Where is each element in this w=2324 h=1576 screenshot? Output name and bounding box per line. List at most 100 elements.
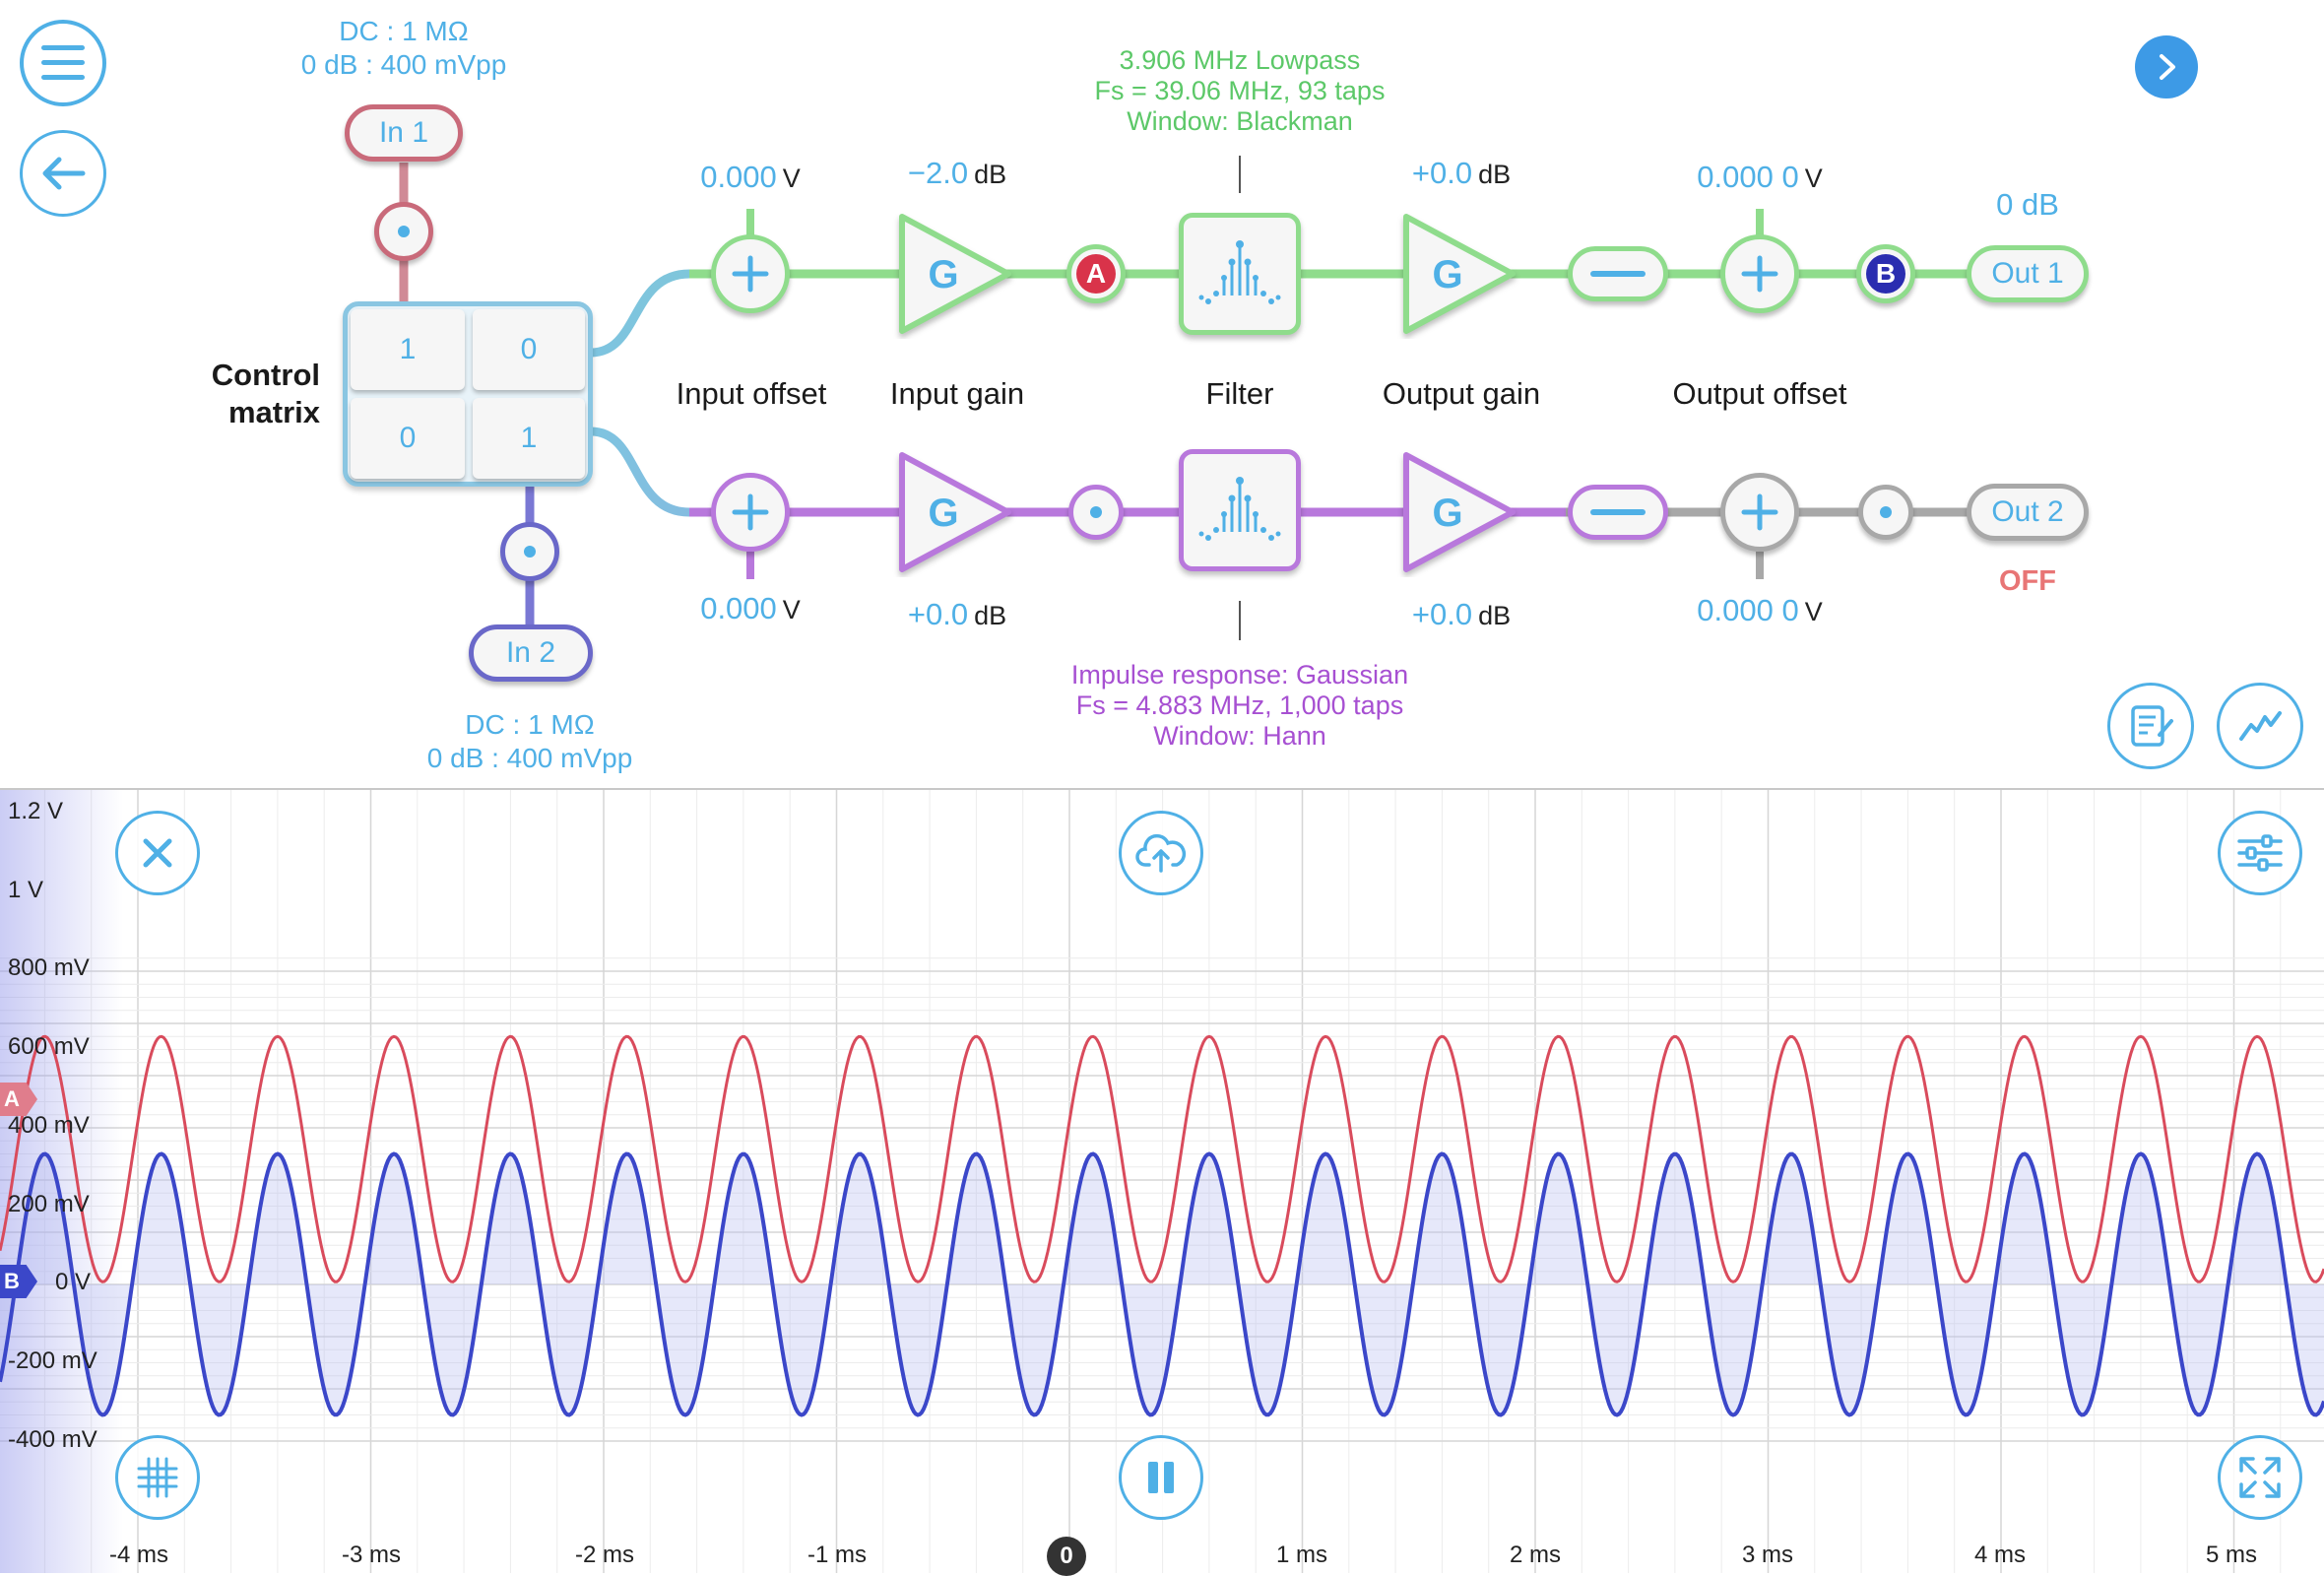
chart-button[interactable] bbox=[2217, 683, 2303, 769]
ch1-output-offset-unit: V bbox=[1804, 164, 1823, 193]
matrix-cell-12[interactable]: 0 bbox=[473, 309, 585, 390]
out2-button[interactable]: Out 2 bbox=[1967, 484, 2089, 541]
ch1-filter-info: 3.906 MHz Lowpass Fs = 39.06 MHz, 93 tap… bbox=[1095, 45, 1386, 137]
forward-button[interactable] bbox=[2135, 35, 2198, 98]
trace-b-line bbox=[0, 1151, 2324, 1417]
trace-a-level-marker[interactable]: A bbox=[0, 1083, 37, 1116]
sliders-icon bbox=[2237, 834, 2283, 872]
matrix-cell-21[interactable]: 0 bbox=[351, 398, 465, 479]
ch2-filter-line3: Window: Hann bbox=[1153, 721, 1326, 751]
out2-status: OFF bbox=[1999, 565, 2056, 597]
ch1-output-offset-button[interactable] bbox=[1720, 234, 1799, 313]
notes-button[interactable] bbox=[2107, 683, 2194, 769]
notes-icon bbox=[2131, 705, 2173, 747]
grid-toggle-button[interactable] bbox=[115, 1435, 200, 1520]
ch1-input-offset-button[interactable] bbox=[711, 234, 790, 313]
ch2-filter-line1: Impulse response: Gaussian bbox=[1070, 660, 1409, 690]
plus-icon bbox=[732, 493, 769, 531]
in2-range: 0 dB : 400 mVpp bbox=[426, 743, 633, 773]
svg-text:G: G bbox=[928, 253, 958, 296]
ch1-input-gain-amp[interactable]: G bbox=[892, 209, 1020, 339]
ch2-output-gain-number: +0.0 bbox=[1411, 597, 1473, 631]
trace-b-fill bbox=[0, 1153, 2324, 1415]
scope-settings-button[interactable] bbox=[2218, 811, 2302, 895]
y-tick-label: 0 V bbox=[55, 1269, 92, 1295]
ch1-input-offset-unit: V bbox=[782, 164, 801, 193]
scope-traces bbox=[0, 1034, 2324, 1417]
matrix-cell-22[interactable]: 1 bbox=[473, 398, 585, 479]
ch1-output-gain-amp[interactable]: G bbox=[1396, 209, 1524, 339]
ch2-filter-button[interactable] bbox=[1179, 449, 1301, 571]
expand-button[interactable] bbox=[2218, 1435, 2302, 1520]
x-tick-label: 4 ms bbox=[1973, 1542, 2027, 1568]
in1-button[interactable]: In 1 bbox=[345, 104, 463, 162]
probe-a-node[interactable]: A bbox=[1066, 244, 1126, 303]
in1-coupling: DC : 1 MΩ bbox=[339, 16, 469, 46]
ch2-invert-button[interactable] bbox=[1568, 485, 1668, 540]
svg-text:G: G bbox=[928, 492, 958, 535]
label-output-gain: Output gain bbox=[1382, 376, 1541, 411]
in1-range: 0 dB : 400 mVpp bbox=[300, 49, 507, 80]
close-scope-button[interactable] bbox=[115, 811, 200, 895]
in1-node[interactable] bbox=[374, 202, 433, 261]
x-tick-label: 3 ms bbox=[1741, 1542, 1794, 1568]
out1-gain: 0 dB bbox=[1996, 187, 2059, 222]
probe-b-badge: B bbox=[1866, 254, 1905, 294]
label-input-gain: Input gain bbox=[889, 376, 1025, 411]
back-button[interactable] bbox=[20, 130, 106, 217]
plus-icon bbox=[732, 255, 769, 293]
y-tick-label: 200 mV bbox=[8, 1191, 90, 1217]
ch2-input-offset-unit: V bbox=[782, 595, 801, 624]
trigger-time-marker[interactable]: 0 bbox=[1047, 1537, 1086, 1576]
impulse-response-icon bbox=[1198, 477, 1281, 541]
menu-icon bbox=[41, 45, 85, 80]
ch2-output-gain-amp[interactable]: G bbox=[1396, 447, 1524, 577]
ch1-input-offset-number: 0.000 bbox=[700, 160, 777, 194]
label-filter: Filter bbox=[1205, 376, 1274, 411]
ch2-input-offset-number: 0.000 bbox=[700, 591, 777, 625]
control-matrix-label: Control matrix bbox=[197, 357, 320, 431]
upload-button[interactable] bbox=[1119, 811, 1203, 895]
ch2-input-offset-button[interactable] bbox=[711, 473, 790, 552]
y-tick-label: -200 mV bbox=[8, 1347, 97, 1374]
ch1-filter-button[interactable] bbox=[1179, 213, 1301, 335]
ch1-invert-button[interactable] bbox=[1568, 246, 1668, 301]
ch2-output-offset-unit: V bbox=[1804, 597, 1823, 626]
pause-button[interactable] bbox=[1119, 1435, 1203, 1520]
y-tick-label: 1.2 V bbox=[8, 798, 64, 824]
in2-node[interactable] bbox=[500, 522, 559, 581]
trace-b-area bbox=[0, 1153, 2324, 1415]
x-tick-label: 2 ms bbox=[1509, 1542, 1562, 1568]
x-tick-label: -3 ms bbox=[342, 1542, 401, 1568]
ch2-filter-info: Impulse response: Gaussian Fs = 4.883 MH… bbox=[1071, 660, 1408, 752]
minus-icon bbox=[1590, 271, 1646, 277]
ch2-probe-node[interactable] bbox=[1068, 485, 1124, 540]
control-matrix-label-line1: Control bbox=[211, 358, 320, 392]
ch2-output-probe-node[interactable] bbox=[1858, 485, 1913, 540]
menu-button[interactable] bbox=[20, 20, 106, 106]
out1-button[interactable]: Out 1 bbox=[1967, 245, 2089, 302]
pause-icon bbox=[1148, 1462, 1174, 1493]
probe-b-node[interactable]: B bbox=[1856, 244, 1915, 303]
ch2-filter-line2: Fs = 4.883 MHz, 1,000 taps bbox=[1075, 690, 1404, 720]
y-tick-label: 400 mV bbox=[8, 1112, 90, 1139]
matrix-cell-11[interactable]: 1 bbox=[351, 309, 465, 390]
in2-button[interactable]: In 2 bbox=[469, 624, 593, 682]
ch2-output-offset-button[interactable] bbox=[1720, 473, 1799, 552]
ch2-input-gain-amp[interactable]: G bbox=[892, 447, 1020, 577]
y-tick-label: 800 mV bbox=[8, 954, 90, 981]
scope-plot[interactable] bbox=[0, 790, 2324, 1573]
back-arrow-icon bbox=[42, 157, 86, 190]
chevron-right-icon bbox=[2160, 54, 2175, 80]
expand-icon bbox=[2239, 1457, 2281, 1498]
ch1-input-gain-unit: dB bbox=[974, 160, 1007, 189]
x-tick-label: 5 ms bbox=[2205, 1542, 2258, 1568]
